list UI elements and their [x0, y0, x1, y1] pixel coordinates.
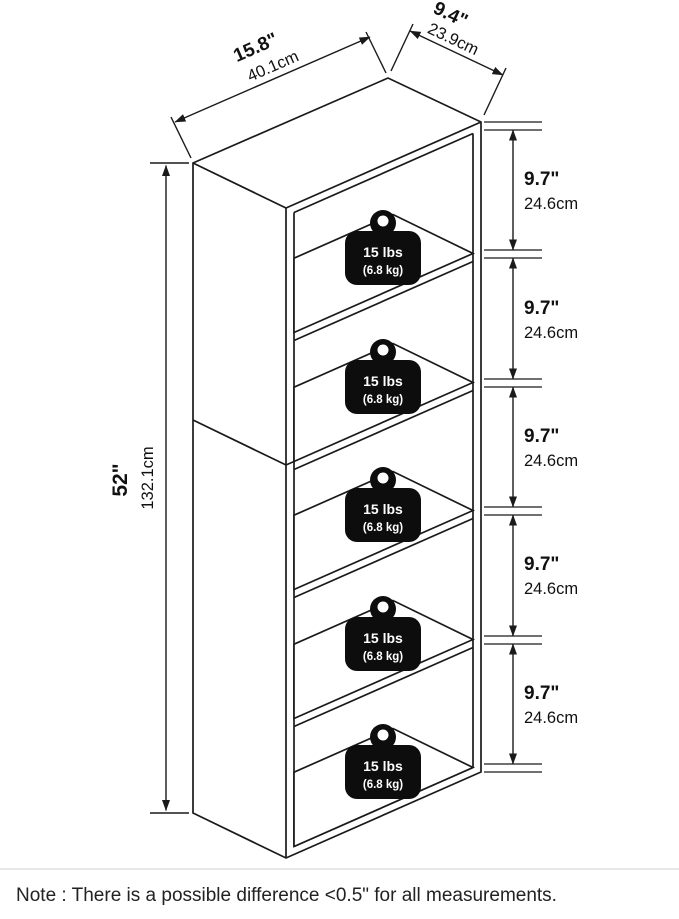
shelf-inch-label: 9.7"	[524, 426, 559, 447]
weight-icon: 15 lbs (6.8 kg)	[345, 339, 421, 414]
shelf-height-dimension-5: 9.7" 24.6cm	[509, 643, 578, 765]
shelf-height-dimension-2: 9.7" 24.6cm	[509, 257, 578, 380]
shelf-height-dimension-4: 9.7" 24.6cm	[509, 514, 578, 637]
unit-seam-line	[192, 419, 295, 466]
weight-lbs-label: 15 lbs	[363, 630, 403, 646]
weight-icon: 15 lbs (6.8 kg)	[345, 467, 421, 542]
height-inch-label: 52"	[109, 463, 132, 496]
shelf-board-edges	[293, 260, 474, 728]
measurement-note: Note : There is a possible difference <0…	[16, 885, 557, 906]
shelf-inch-label: 9.7"	[524, 554, 559, 575]
shelf-height-dimension-3: 9.7" 24.6cm	[509, 386, 578, 508]
top-face-edges	[192, 121, 482, 858]
weight-icon: 15 lbs (6.8 kg)	[345, 724, 421, 799]
bookshelf-outline: 15 lbs (6.8 kg) 15 lbs (6.8 kg) 15 lbs (…	[192, 77, 482, 859]
weight-lbs-label: 15 lbs	[363, 758, 403, 774]
weight-kg-label: (6.8 kg)	[363, 522, 403, 534]
height-dimension: 52" 132.1cm	[109, 162, 189, 814]
weight-icon: 15 lbs (6.8 kg)	[345, 596, 421, 671]
shelf-cm-label: 24.6cm	[524, 324, 578, 342]
shelf-inch-label: 9.7"	[524, 298, 559, 319]
shelf-inch-label: 9.7"	[524, 169, 559, 190]
shelf-cm-label: 24.6cm	[524, 195, 578, 213]
weight-lbs-label: 15 lbs	[363, 373, 403, 389]
shelf-height-dimension-1: 9.7" 24.6cm	[509, 129, 578, 251]
weight-kg-label: (6.8 kg)	[363, 265, 403, 277]
weight-kg-label: (6.8 kg)	[363, 651, 403, 663]
weight-lbs-label: 15 lbs	[363, 244, 403, 260]
shelf-inch-label: 9.7"	[524, 683, 559, 704]
weight-kg-label: (6.8 kg)	[363, 394, 403, 406]
weight-kg-label: (6.8 kg)	[363, 779, 403, 791]
shelf-cm-label: 24.6cm	[524, 580, 578, 598]
height-cm-label: 132.1cm	[139, 446, 157, 509]
shelf-cm-label: 24.6cm	[524, 452, 578, 470]
bookshelf-silhouette	[192, 77, 482, 859]
weight-lbs-label: 15 lbs	[363, 501, 403, 517]
weight-icon: 15 lbs (6.8 kg)	[345, 210, 421, 285]
shelf-cm-label: 24.6cm	[524, 709, 578, 727]
